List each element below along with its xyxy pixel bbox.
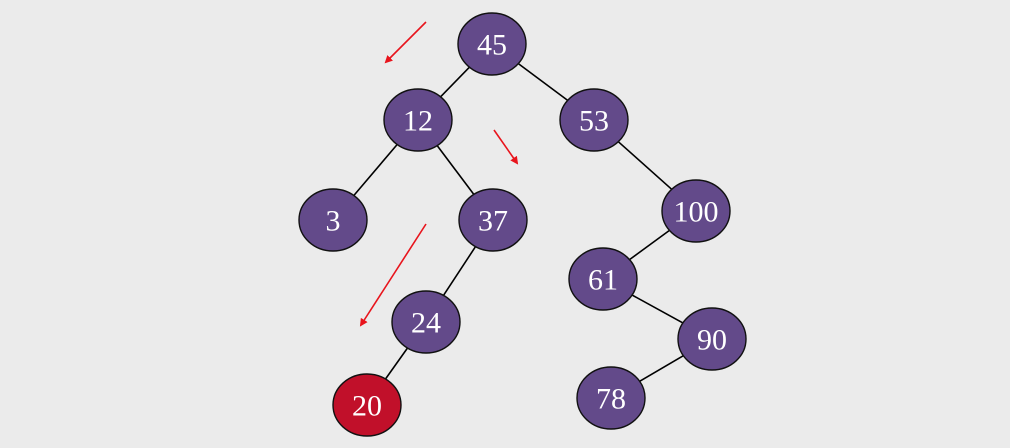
- tree-node: 24: [391, 290, 461, 354]
- node-circle: [332, 373, 402, 437]
- tree-node: 37: [458, 188, 528, 252]
- node-label: 45: [477, 29, 507, 62]
- tree-node: 78: [576, 366, 646, 430]
- node-circle: [677, 307, 747, 371]
- tree-node: 45: [457, 12, 527, 76]
- node-circle: [458, 188, 528, 252]
- node-label: 90: [697, 324, 727, 357]
- tree-node: 3: [298, 188, 368, 252]
- tree-edge: [439, 66, 471, 98]
- node-label: 24: [411, 307, 441, 340]
- node-label: 78: [596, 383, 626, 416]
- tree-edge: [629, 229, 670, 261]
- node-label: 20: [352, 390, 382, 423]
- node-circle: [457, 12, 527, 76]
- tree-edge: [639, 355, 684, 382]
- node-circle: [298, 188, 368, 252]
- tree-edge: [353, 143, 398, 197]
- node-label: 61: [588, 264, 618, 297]
- tree-edge: [517, 62, 569, 102]
- node-circle: [576, 366, 646, 430]
- node-circle: [568, 247, 638, 311]
- tree-edge: [436, 145, 475, 195]
- search-path-arrows: [359, 21, 519, 327]
- tree-node: 90: [677, 307, 747, 371]
- node-label: 3: [326, 205, 341, 238]
- tree-nodes: 45 12 53 3 37 100 61 24 90 20 78: [298, 12, 747, 437]
- tree-edge: [631, 294, 684, 324]
- node-circle: [661, 179, 731, 243]
- node-label: 53: [579, 105, 609, 138]
- node-label: 100: [674, 196, 719, 229]
- tree-node: 12: [383, 88, 453, 152]
- tree-edge: [384, 347, 409, 380]
- tree-edges: [353, 62, 684, 382]
- tree-edge: [442, 246, 477, 296]
- node-circle: [559, 88, 629, 152]
- search-path-arrow: [359, 223, 427, 327]
- tree-node-inserted: 20: [332, 373, 402, 437]
- tree-edge: [617, 141, 673, 190]
- node-label: 37: [478, 205, 508, 238]
- node-label: 12: [403, 105, 433, 138]
- search-path-arrow: [384, 21, 427, 64]
- tree-node: 61: [568, 247, 638, 311]
- tree-node: 53: [559, 88, 629, 152]
- search-path-arrow: [493, 129, 519, 165]
- node-circle: [383, 88, 453, 152]
- tree-node: 100: [661, 179, 731, 243]
- node-circle: [391, 290, 461, 354]
